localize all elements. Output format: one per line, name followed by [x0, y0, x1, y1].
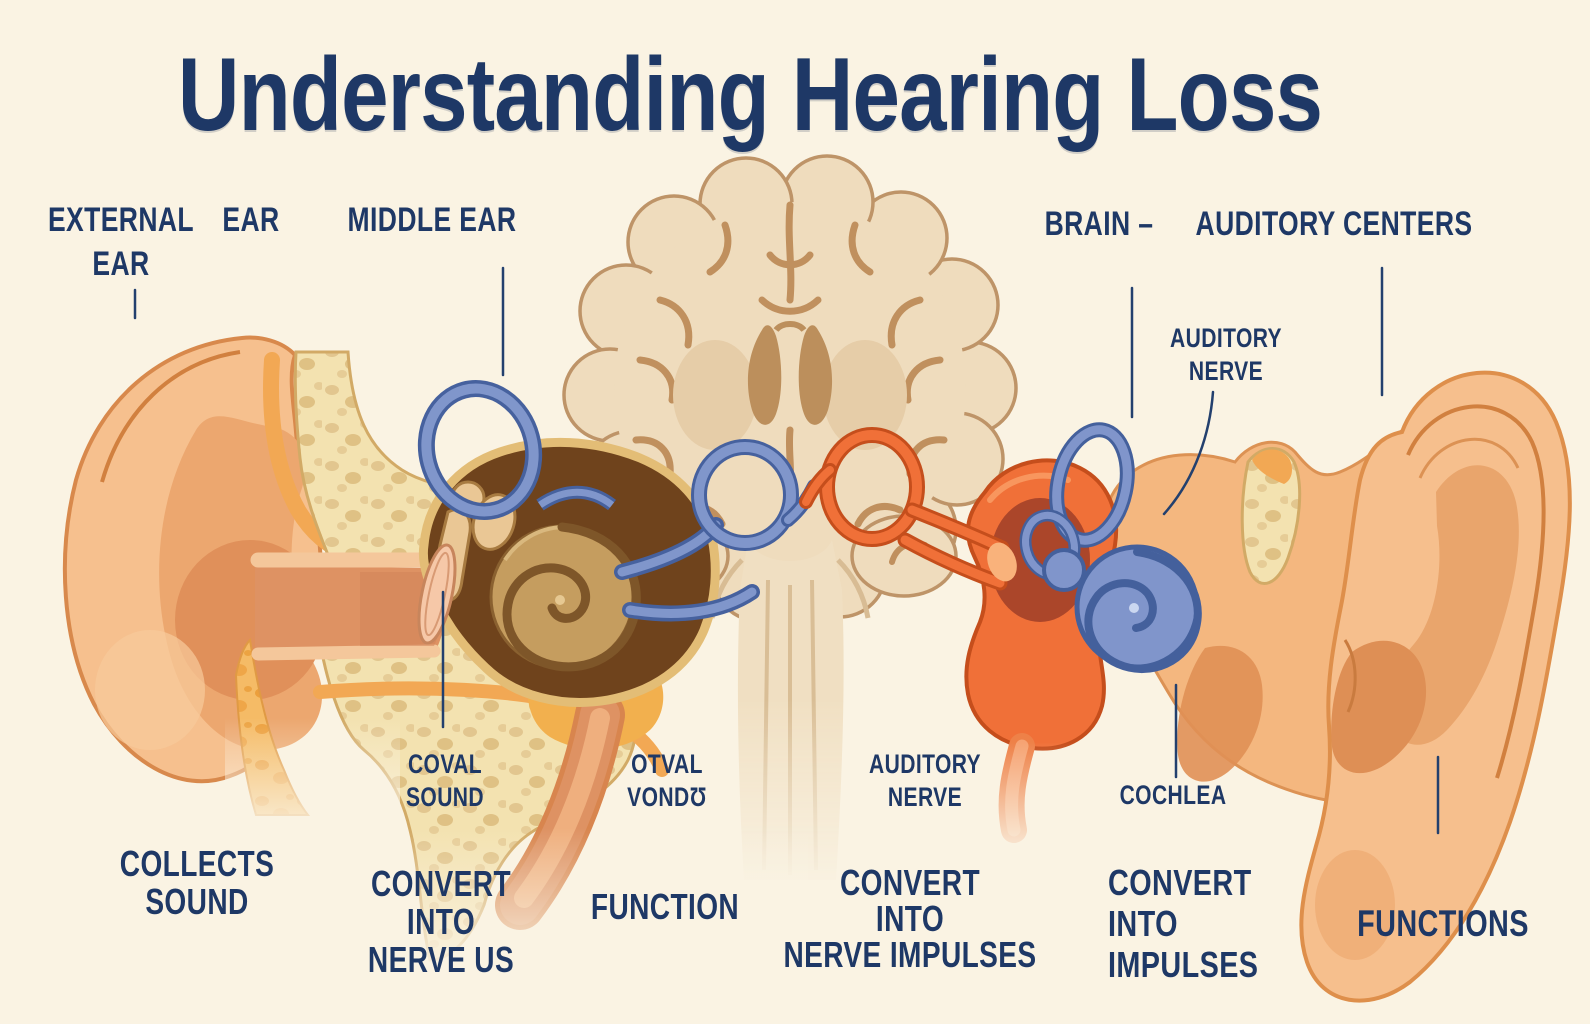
brain-ventricles — [747, 325, 833, 425]
right-ear — [1299, 370, 1572, 1003]
eardrum — [417, 543, 457, 645]
left-ear-cross-section — [62, 335, 821, 962]
right-inner-ear — [799, 422, 1402, 843]
label-convert-into-nerve-us: CONVERT INTO NERVE US — [367, 863, 515, 980]
label-auditory-nerve-upper: AUDITORY NERVE — [1170, 323, 1282, 386]
label-auditory-nerve-lower: AUDITORY NERVE — [869, 749, 981, 812]
fade-left-bone — [225, 718, 400, 883]
fade-left-tube — [398, 828, 808, 1024]
label-external-ear: EXTERNAL EAR — [47, 201, 195, 283]
label-eardrum-caption: COVAL SOUND — [405, 749, 485, 812]
label-oval-window-caption: OTVAL VONDƱ — [627, 749, 707, 812]
leader-auditory-nerve — [1162, 390, 1215, 516]
label-ear: EAR — [222, 201, 280, 239]
cochlea-left — [489, 522, 641, 672]
ear-canal — [250, 552, 445, 661]
label-cochlea: COCHLEA — [1119, 780, 1227, 810]
label-auditory-centers: AUDITORY CENTERS — [1195, 205, 1473, 243]
label-convert-into-impulses: CONVERT INTO IMPULSES — [1108, 862, 1259, 985]
label-collects-sound: COLLECTS SOUND — [119, 843, 275, 922]
label-middle-ear: MIDDLE EAR — [347, 201, 517, 239]
right-temporal-flesh — [1099, 429, 1402, 806]
fade-right-tube — [945, 742, 1095, 897]
label-convert-into-nerve-impulses: CONVERT INTO NERVE IMPULSES — [783, 862, 1037, 975]
label-functions: FUNCTIONS — [1357, 903, 1529, 944]
brainstem — [709, 540, 871, 880]
label-brain: BRAIN – — [1044, 205, 1154, 243]
page-title: Understanding Hearing Loss — [177, 37, 1323, 153]
label-function: FUNCTION — [590, 886, 740, 927]
leader-lines — [133, 266, 1440, 835]
semicircular-canals-left — [417, 380, 616, 520]
auditory-nerve-left — [614, 439, 821, 622]
cochlea-right — [1074, 544, 1202, 674]
